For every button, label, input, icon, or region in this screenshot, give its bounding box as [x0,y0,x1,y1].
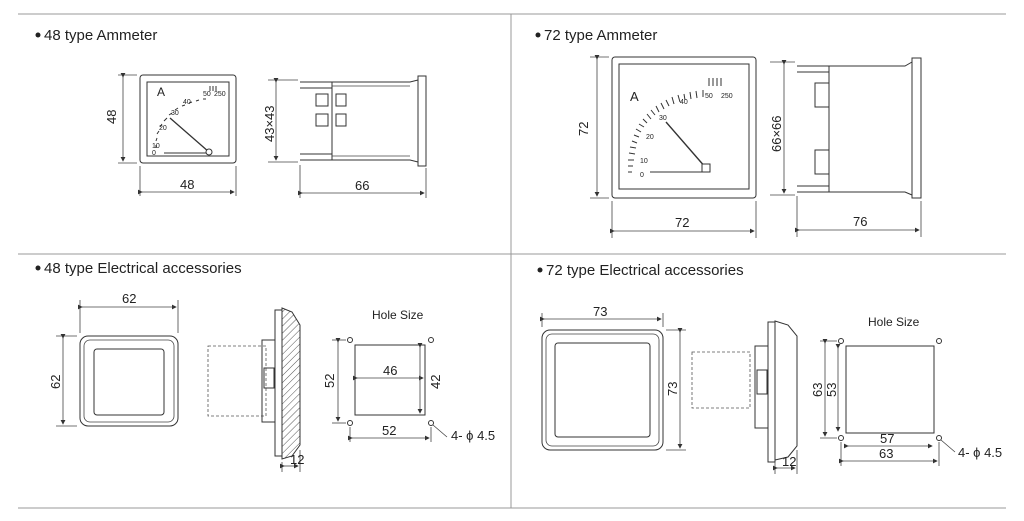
meter48-side-view: 43×43 66 [262,75,427,198]
acc48-hole-h-label: 42 [428,375,443,389]
meter72-height-label: 72 [576,122,591,136]
acc72-height-label: 73 [665,382,680,396]
acc72-front-view: 73 73 [540,304,686,451]
acc72-hole-w-label: 57 [880,431,894,446]
acc72-side-view: 12 [691,320,798,474]
meter48-scale-20: 20 [159,125,167,132]
acc72-hole-label: Hole Size [868,315,920,329]
meter72-side-view: 66×66 76 [769,57,922,237]
acc48-width-label: 62 [122,291,136,306]
acc48-hole-size: Hole Size 46 42 52 52 4- ϕ 4.5 [322,308,495,443]
meter48-scale-40: 40 [183,99,191,106]
acc48-side-view: 12 [207,307,304,472]
meter48-width-label: 48 [180,177,194,192]
acc48-hole-label: Hole Size [372,308,424,322]
acc72-screw-label: 4- ϕ 4.5 [958,445,1002,460]
bullet-icon [35,32,41,38]
meter48-scale-0: 0 [152,150,156,157]
meter72-depth-label: 76 [853,214,867,229]
acc48-hole-spacing-w-label: 52 [382,423,396,438]
meter48-scale-250: 250 [214,91,226,98]
acc72-hole-spacing-h-label: 63 [810,383,825,397]
acc72-thickness-label: 12 [782,454,796,469]
bullet-icon [35,265,41,271]
meter72-scale-250: 250 [721,93,733,100]
meter48-depth-label: 66 [355,178,369,193]
acc48-thickness-label: 12 [290,452,304,467]
bullet-icon [535,32,541,38]
meter48-height-label: 48 [104,110,119,124]
meter48-scale-30: 30 [171,110,179,117]
section-title-72-ammeter: 72 type Ammeter [544,27,657,44]
meter72-scale-50: 50 [705,93,713,100]
meter48-scale-10: 10 [152,143,160,150]
acc48-height-label: 62 [48,375,63,389]
meter72-scale-0: 0 [640,172,644,179]
meter48-dimensions: 48 48 [104,73,237,196]
meter72-scale-30: 30 [659,115,667,122]
meter72-width-label: 72 [675,215,689,230]
frame-lines [18,13,1006,509]
meter48-scale-ticks [155,86,217,148]
meter72-face-label: 66×66 [769,115,784,152]
acc72-hole-size: Hole Size 63 53 57 63 4- ϕ 4.5 [810,315,1002,466]
acc72-hole-h-label: 53 [824,383,839,397]
meter48-front-view: A 0 10 20 30 40 50 250 [139,74,237,164]
acc48-hole-spacing-h-label: 52 [322,374,337,388]
acc48-screw-label: 4- ϕ 4.5 [451,428,495,443]
meter48-scale-50: 50 [203,91,211,98]
meter72-scale-20: 20 [646,134,654,141]
meter48-face-label: 43×43 [262,105,277,142]
meter48-unit: A [157,85,165,99]
section-title-48-ammeter: 48 type Ammeter [44,27,157,44]
acc72-hole-spacing-w-label: 63 [879,446,893,461]
meter72-unit: A [630,89,639,104]
meter72-scale-40: 40 [680,99,688,106]
acc48-front-view: 62 62 [48,291,179,427]
meter72-front-view: A 0 10 20 30 40 50 250 [611,56,757,199]
acc72-width-label: 73 [593,304,607,319]
meter72-dimensions: 72 72 [576,55,757,238]
section-title-72-accessories: 72 type Electrical accessories [546,262,744,279]
acc48-hole-w-label: 46 [383,363,397,378]
bullet-icon [537,267,543,273]
meter72-scale-10: 10 [640,158,648,165]
section-title-48-accessories: 48 type Electrical accessories [44,260,242,277]
